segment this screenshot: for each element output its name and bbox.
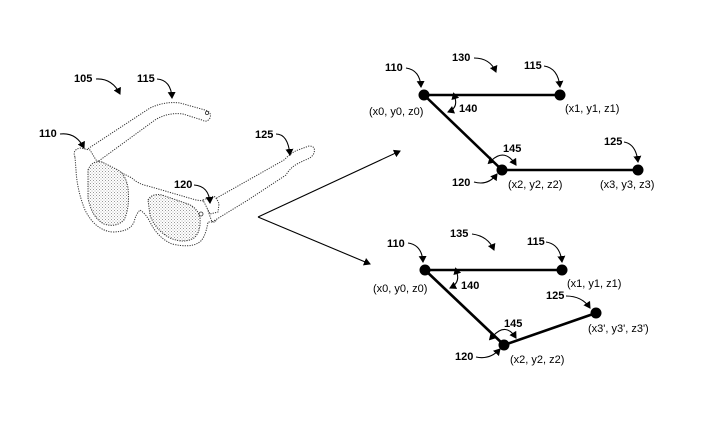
ref-125: 125 [604, 136, 622, 148]
angle-arc-145 [488, 328, 517, 341]
segment-120-125 [503, 311, 597, 347]
label-115: 115 [137, 73, 155, 85]
label-125: 125 [255, 129, 273, 141]
eyeglasses-drawing [73, 102, 315, 247]
temple-right [205, 145, 315, 223]
joint-115 [556, 264, 568, 276]
ref-110: 110 [385, 62, 403, 74]
model-label-135: 135 [450, 228, 468, 240]
leader-115 [543, 65, 564, 88]
coord-120: (x2, y2, z2) [510, 354, 564, 366]
ref-115: 115 [527, 236, 545, 248]
leader-120 [475, 348, 501, 359]
angle-arc-140 [447, 92, 460, 114]
joint-120 [498, 339, 510, 351]
coord-110: (x0, y0, z0) [373, 283, 427, 295]
lens-right [147, 194, 201, 242]
ref-115: 115 [524, 60, 542, 72]
leader-125 [565, 295, 591, 309]
leader-105 [95, 78, 121, 95]
angle-label-145: 145 [503, 143, 521, 155]
arrow-to-top-model [257, 149, 401, 218]
angle-label-145: 145 [504, 318, 522, 330]
joint-125 [632, 164, 644, 176]
temple-left-tip-screw [204, 111, 209, 116]
hinge-screw [198, 211, 204, 217]
leader-115 [156, 78, 176, 99]
leader-130 [473, 57, 498, 73]
lens-left [87, 161, 129, 226]
leader-125 [623, 141, 642, 163]
joint-120 [496, 164, 508, 176]
coord-110: (x0, y0, z0) [369, 106, 423, 118]
angle-label-140: 140 [461, 280, 479, 292]
label-120: 120 [174, 179, 192, 191]
leader-125 [275, 133, 294, 156]
coord-125: (x3, y3, z3) [600, 179, 654, 191]
glasses-labels: 105 115 110 120 125 [39, 73, 294, 204]
joint-125 [590, 307, 602, 319]
joint-110 [418, 89, 430, 101]
angle-label-140: 140 [459, 103, 477, 115]
leader-135 [471, 233, 496, 251]
label-105: 105 [74, 73, 92, 85]
leader-110 [59, 133, 85, 149]
skeleton-model-top: 130 110 115 120 125 (x0, y0, z0) (x1, y1… [369, 52, 654, 191]
angle-arc-140 [449, 267, 462, 289]
joint-110 [419, 264, 431, 276]
label-110: 110 [39, 128, 57, 140]
arrow-to-bottom-model [257, 216, 371, 266]
coord-115: (x1, y1, z1) [565, 103, 619, 115]
ref-120: 120 [455, 351, 473, 363]
ref-120: 120 [452, 177, 470, 189]
ref-125: 125 [546, 290, 564, 302]
leader-115 [545, 241, 566, 263]
transition-arrows [257, 149, 401, 266]
angle-arc-145 [487, 154, 517, 166]
coord-120: (x2, y2, z2) [508, 179, 562, 191]
leader-120 [193, 184, 214, 204]
leader-120 [473, 173, 498, 184]
leader-110 [407, 242, 427, 263]
skeleton-model-bottom: 135 110 115 120 125 (x0, y0, z0) (x1, y1… [373, 228, 649, 366]
coord-125: (x3', y3', z3') [588, 323, 649, 335]
ref-110: 110 [387, 238, 405, 250]
temple-left [85, 102, 211, 164]
coord-115: (x1, y1, z1) [567, 278, 621, 290]
leader-110 [405, 67, 425, 88]
model-label-130: 130 [452, 52, 470, 64]
joint-115 [554, 89, 566, 101]
